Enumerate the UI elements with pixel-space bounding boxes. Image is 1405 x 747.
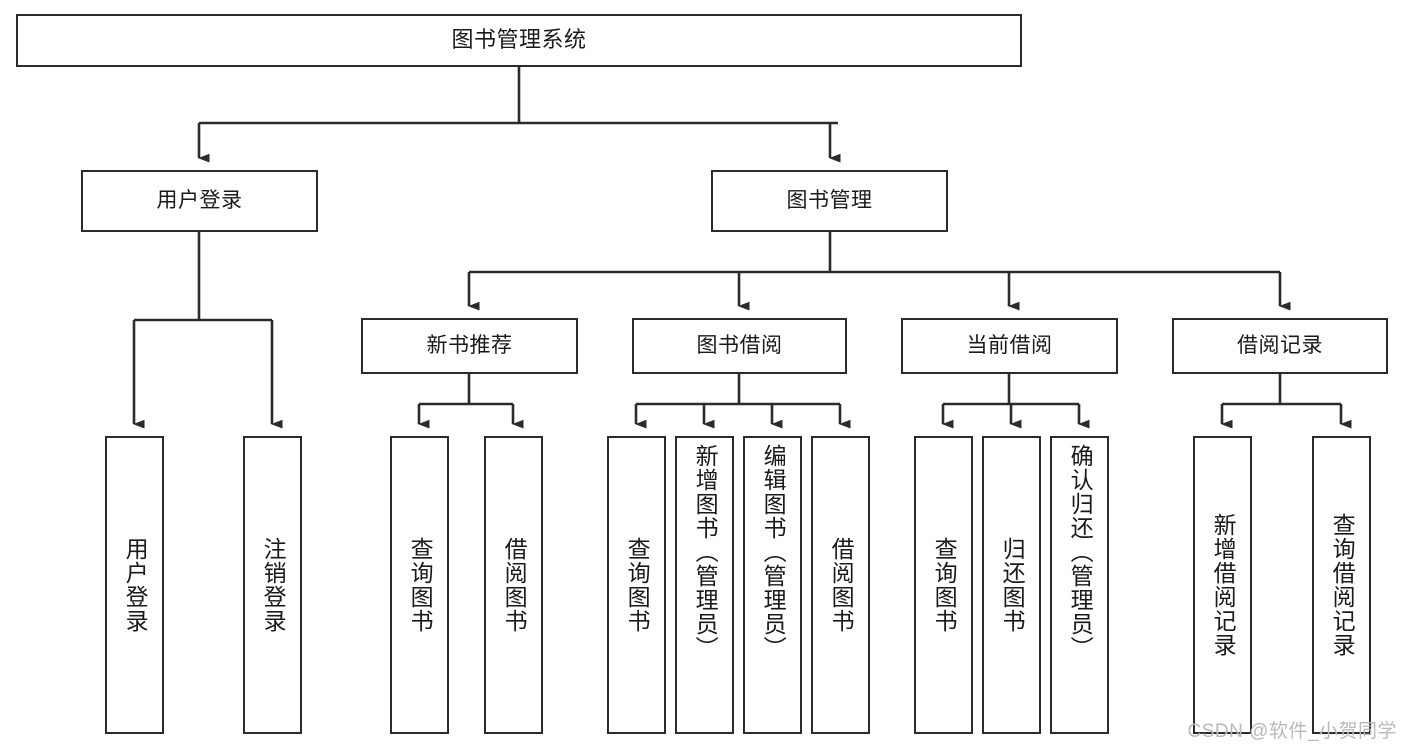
node-label: 查询借阅记录 xyxy=(1329,513,1356,657)
leaf-query-record[interactable]: 查询借阅记录 xyxy=(1312,436,1371,734)
node-label: 图书借阅 xyxy=(696,334,783,358)
node-label: 借阅记录 xyxy=(1237,334,1323,358)
node-label: 当前借阅 xyxy=(966,334,1053,358)
node-label: 图书管理系统 xyxy=(451,27,587,53)
node-borrow-record[interactable]: 借阅记录 xyxy=(1172,318,1388,374)
leaf-edit-book[interactable]: 编辑图书（管理员） xyxy=(743,436,802,734)
node-book-management[interactable]: 图书管理 xyxy=(711,170,948,232)
leaf-user-login[interactable]: 用户登录 xyxy=(105,436,164,734)
leaf-user-logout[interactable]: 注销登录 xyxy=(243,436,302,734)
csdn-watermark: CSDN @软件_小贺同学 xyxy=(1187,721,1397,742)
node-label: 用户登录 xyxy=(156,189,243,213)
node-label: 注销登录 xyxy=(260,537,287,633)
node-current-borrow[interactable]: 当前借阅 xyxy=(901,318,1118,374)
node-label: 新书推荐 xyxy=(426,334,513,358)
node-label: 编辑图书（管理员） xyxy=(760,444,787,660)
leaf-borrow-book-1[interactable]: 借阅图书 xyxy=(484,436,543,734)
node-label: 图书管理 xyxy=(786,189,873,213)
node-label: 归还图书 xyxy=(999,537,1026,633)
node-label: 借阅图书 xyxy=(501,537,528,633)
leaf-query-book-2[interactable]: 查询图书 xyxy=(607,436,666,734)
node-label: 查询图书 xyxy=(931,537,958,633)
node-label: 新增图书（管理员） xyxy=(692,444,719,660)
leaf-add-record[interactable]: 新增借阅记录 xyxy=(1193,436,1252,734)
node-user-login[interactable]: 用户登录 xyxy=(81,170,318,232)
node-label: 新增借阅记录 xyxy=(1210,513,1237,657)
node-root-system[interactable]: 图书管理系统 xyxy=(16,14,1022,67)
leaf-return-book[interactable]: 归还图书 xyxy=(982,436,1041,734)
node-label: 借阅图书 xyxy=(828,537,855,633)
leaf-add-book[interactable]: 新增图书（管理员） xyxy=(675,436,734,734)
leaf-query-book-3[interactable]: 查询图书 xyxy=(914,436,973,734)
node-label: 用户登录 xyxy=(122,537,149,633)
leaf-confirm-return[interactable]: 确认归还（管理员） xyxy=(1050,436,1109,734)
node-label: 查询图书 xyxy=(407,537,434,633)
node-label: 确认归还（管理员） xyxy=(1067,444,1094,660)
node-label: 查询图书 xyxy=(624,537,651,633)
leaf-borrow-book-2[interactable]: 借阅图书 xyxy=(811,436,870,734)
leaf-query-book-1[interactable]: 查询图书 xyxy=(390,436,449,734)
node-book-borrow[interactable]: 图书借阅 xyxy=(632,318,847,374)
node-new-book-recommend[interactable]: 新书推荐 xyxy=(361,318,578,374)
